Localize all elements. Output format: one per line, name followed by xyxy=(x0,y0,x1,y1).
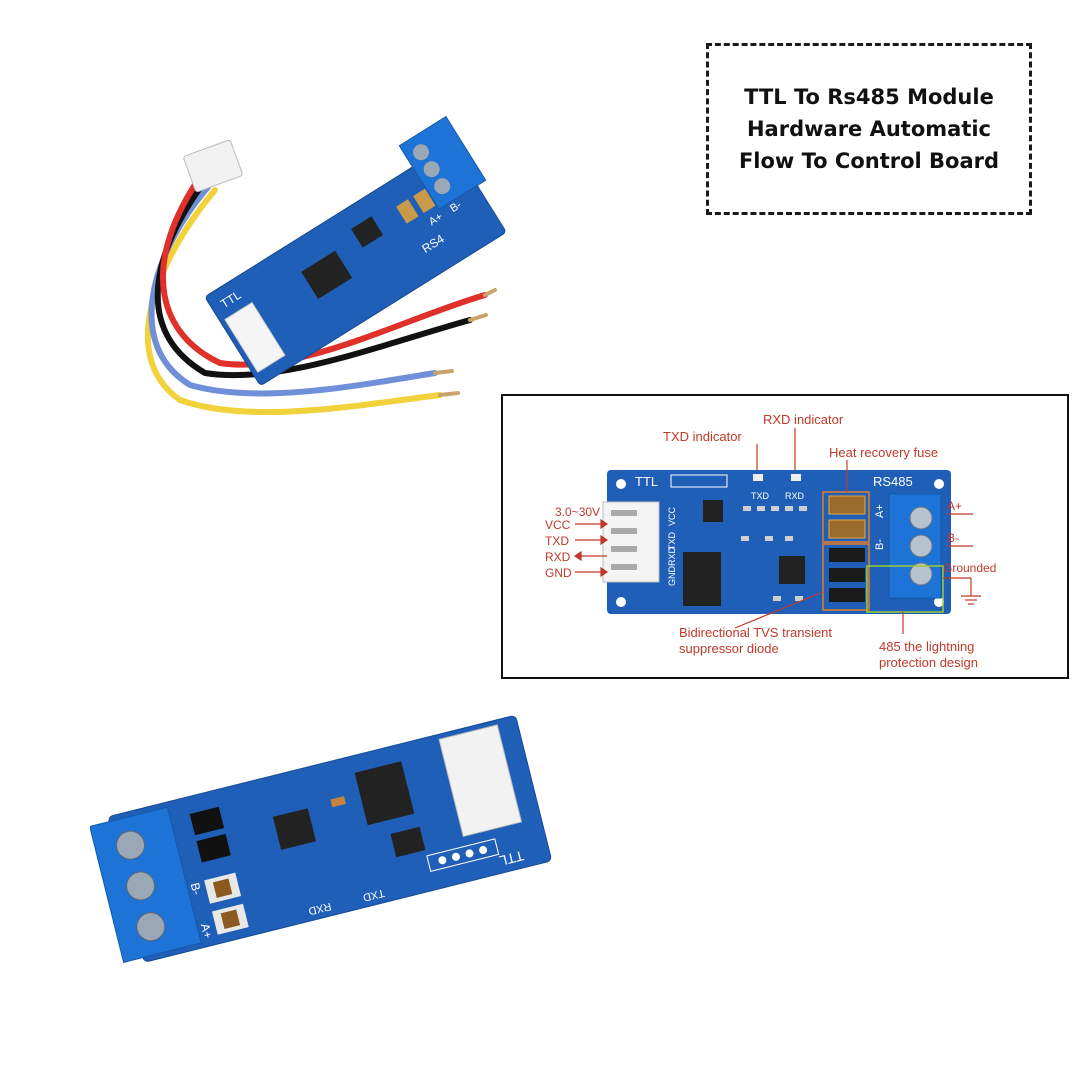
ann-txd: TXD xyxy=(545,534,569,548)
silk-rxd: RXD xyxy=(667,546,677,566)
bottom-ic-u1 xyxy=(272,808,317,850)
ann-a-plus: A+ xyxy=(947,499,962,513)
ic-u1 xyxy=(779,556,805,584)
jst-plug xyxy=(183,139,243,193)
silk-gnd: GND xyxy=(667,566,677,587)
title-line-1: TTL To Rs485 Module xyxy=(744,85,994,109)
ann-gnd: GND xyxy=(545,566,572,580)
bottom-jst-connector xyxy=(438,724,523,838)
diagram-svg: VCC TXD RXD GND TTL RS485 TXD RXD xyxy=(545,412,996,670)
regulator-u4 xyxy=(703,500,723,522)
tvs-1 xyxy=(829,548,865,562)
bottom-label-b: B- xyxy=(188,881,204,896)
bottom-label-txd: TXD xyxy=(362,886,386,903)
ann-voltage: 3.0~30V xyxy=(555,505,600,519)
title-box: TTL To Rs485 Module Hardware Automatic F… xyxy=(706,43,1032,215)
ann-lightning-line1: 485 the lightning xyxy=(879,639,974,654)
tvs-2 xyxy=(829,568,865,582)
txd-led xyxy=(753,474,763,481)
ann-grounded: Grounded xyxy=(943,561,996,575)
silk-rs485: RS485 xyxy=(873,474,913,489)
annotated-diagram: VCC TXD RXD GND TTL RS485 TXD RXD xyxy=(501,394,1069,679)
ann-rxd: RXD xyxy=(545,550,571,564)
title-line-2: Hardware Automatic xyxy=(746,117,992,141)
ann-b-minus: B- xyxy=(947,531,959,545)
bottom-ic-max485 xyxy=(354,761,415,826)
wire-bundle xyxy=(144,180,488,416)
bottom-module-photo: RS485 TTL TXD RXD A+ B- xyxy=(90,715,552,970)
ann-vcc: VCC xyxy=(545,518,571,532)
bottom-label-rxd: RXD xyxy=(307,900,332,917)
top-module-photo: RS4 TTL A+ B- xyxy=(144,115,506,416)
ann-heat-fuse: Heat recovery fuse xyxy=(829,445,938,460)
silk-ttl: TTL xyxy=(635,474,658,489)
silk-b-minus: B- xyxy=(874,539,886,550)
ann-tvs-line1: Bidirectional TVS transient xyxy=(679,625,832,640)
title-line-3: Flow To Control Board xyxy=(738,149,1000,173)
fuse-1 xyxy=(828,495,866,515)
silk-led-rxd: RXD xyxy=(785,491,805,501)
ic-max485 xyxy=(683,552,721,606)
silk-led-txd: TXD xyxy=(751,491,770,501)
silk-vcc: VCC xyxy=(667,506,677,526)
ann-rxd-indicator: RXD indicator xyxy=(763,412,844,427)
rxd-led xyxy=(791,474,801,481)
bottom-label-ttl: TTL xyxy=(497,848,525,870)
silk-a-plus: A+ xyxy=(874,504,886,518)
silk-txd: TXD xyxy=(667,531,677,550)
ann-lightning-line2: protection design xyxy=(879,655,978,670)
tvs-3 xyxy=(829,588,865,602)
top-pcb: RS4 TTL A+ B- xyxy=(205,115,506,385)
fuse-2 xyxy=(828,519,866,539)
bottom-label-a: A+ xyxy=(198,922,215,940)
ann-txd-indicator: TXD indicator xyxy=(663,429,742,444)
ann-tvs-line2: suppressor diode xyxy=(679,641,779,656)
